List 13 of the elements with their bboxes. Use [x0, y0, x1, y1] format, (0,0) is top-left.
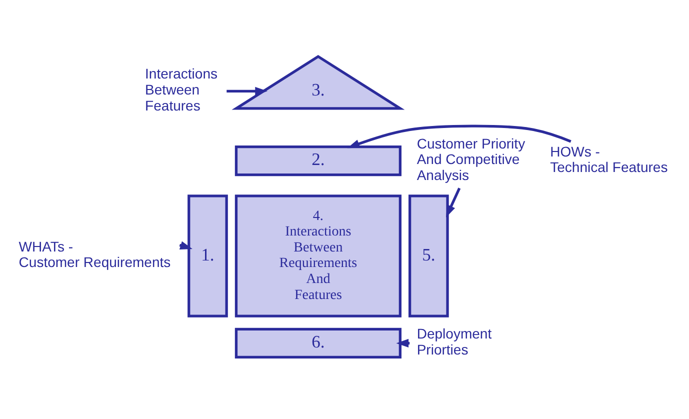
node-box: 5. — [408, 194, 449, 318]
node-text: Interactions Between Features — [145, 66, 218, 114]
node-text: WHATs - Customer Requirements — [18, 238, 171, 270]
node-text: Customer Priority And Competitive Analysis — [416, 135, 526, 183]
node-box: 6. — [234, 328, 402, 359]
node-text: Deployment Priorties — [416, 326, 492, 358]
node-box: 2. — [234, 146, 402, 176]
node-box: 4. Interactions Between Requirements And Features — [234, 194, 402, 318]
node-box: 1. — [188, 194, 228, 318]
node-text: HOWs - Technical Features — [550, 143, 668, 176]
arrow — [226, 86, 268, 96]
arrow — [347, 124, 572, 148]
arrow — [446, 188, 461, 218]
